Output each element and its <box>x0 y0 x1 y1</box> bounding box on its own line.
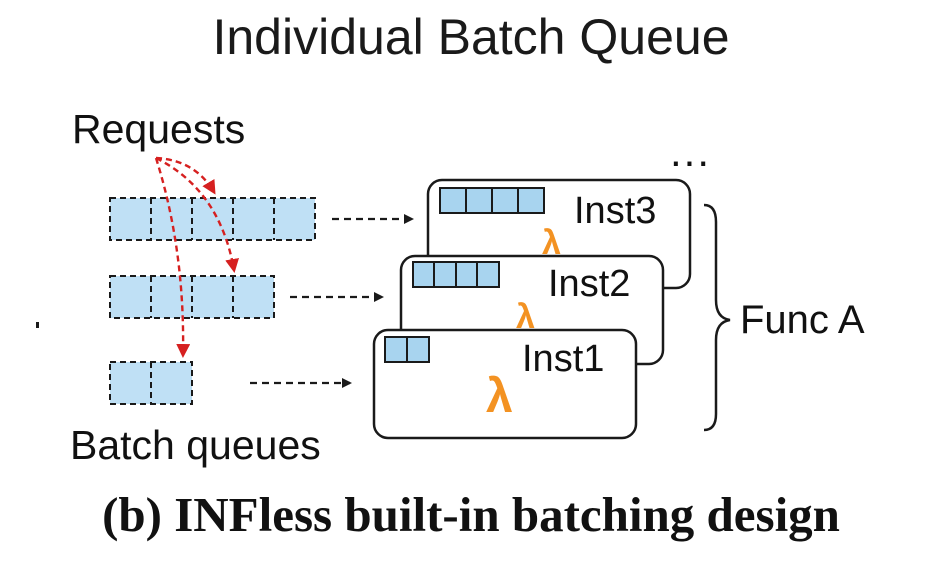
func-label: Func A <box>740 298 865 342</box>
lambda-icon: λ <box>542 224 561 262</box>
batch-queues-label: Batch queues <box>70 422 321 468</box>
lambda-icon: λ <box>486 370 513 423</box>
batch-queue-2 <box>109 275 275 319</box>
diagram-title: Individual Batch Queue <box>212 9 730 65</box>
ellipsis-label: ... <box>670 128 712 175</box>
request-arrow-3 <box>154 157 191 358</box>
batch-queue-1 <box>109 197 316 241</box>
instance-card-inst1: Inst1 λ <box>372 328 638 440</box>
instance-name-inst3: Inst3 <box>574 190 656 232</box>
requests-label: Requests <box>72 106 246 152</box>
instance-name-inst1: Inst1 <box>522 338 604 380</box>
batch-queue-3 <box>109 361 193 405</box>
instance-name-inst2: Inst2 <box>548 263 630 305</box>
request-arrow-2 <box>155 156 239 273</box>
request-arrow-1 <box>155 156 216 195</box>
figure-caption: (b) INFless built-in batching design <box>102 487 840 542</box>
lambda-icon: λ <box>516 298 535 336</box>
func-brace <box>703 203 731 432</box>
edge-mark <box>36 322 39 328</box>
